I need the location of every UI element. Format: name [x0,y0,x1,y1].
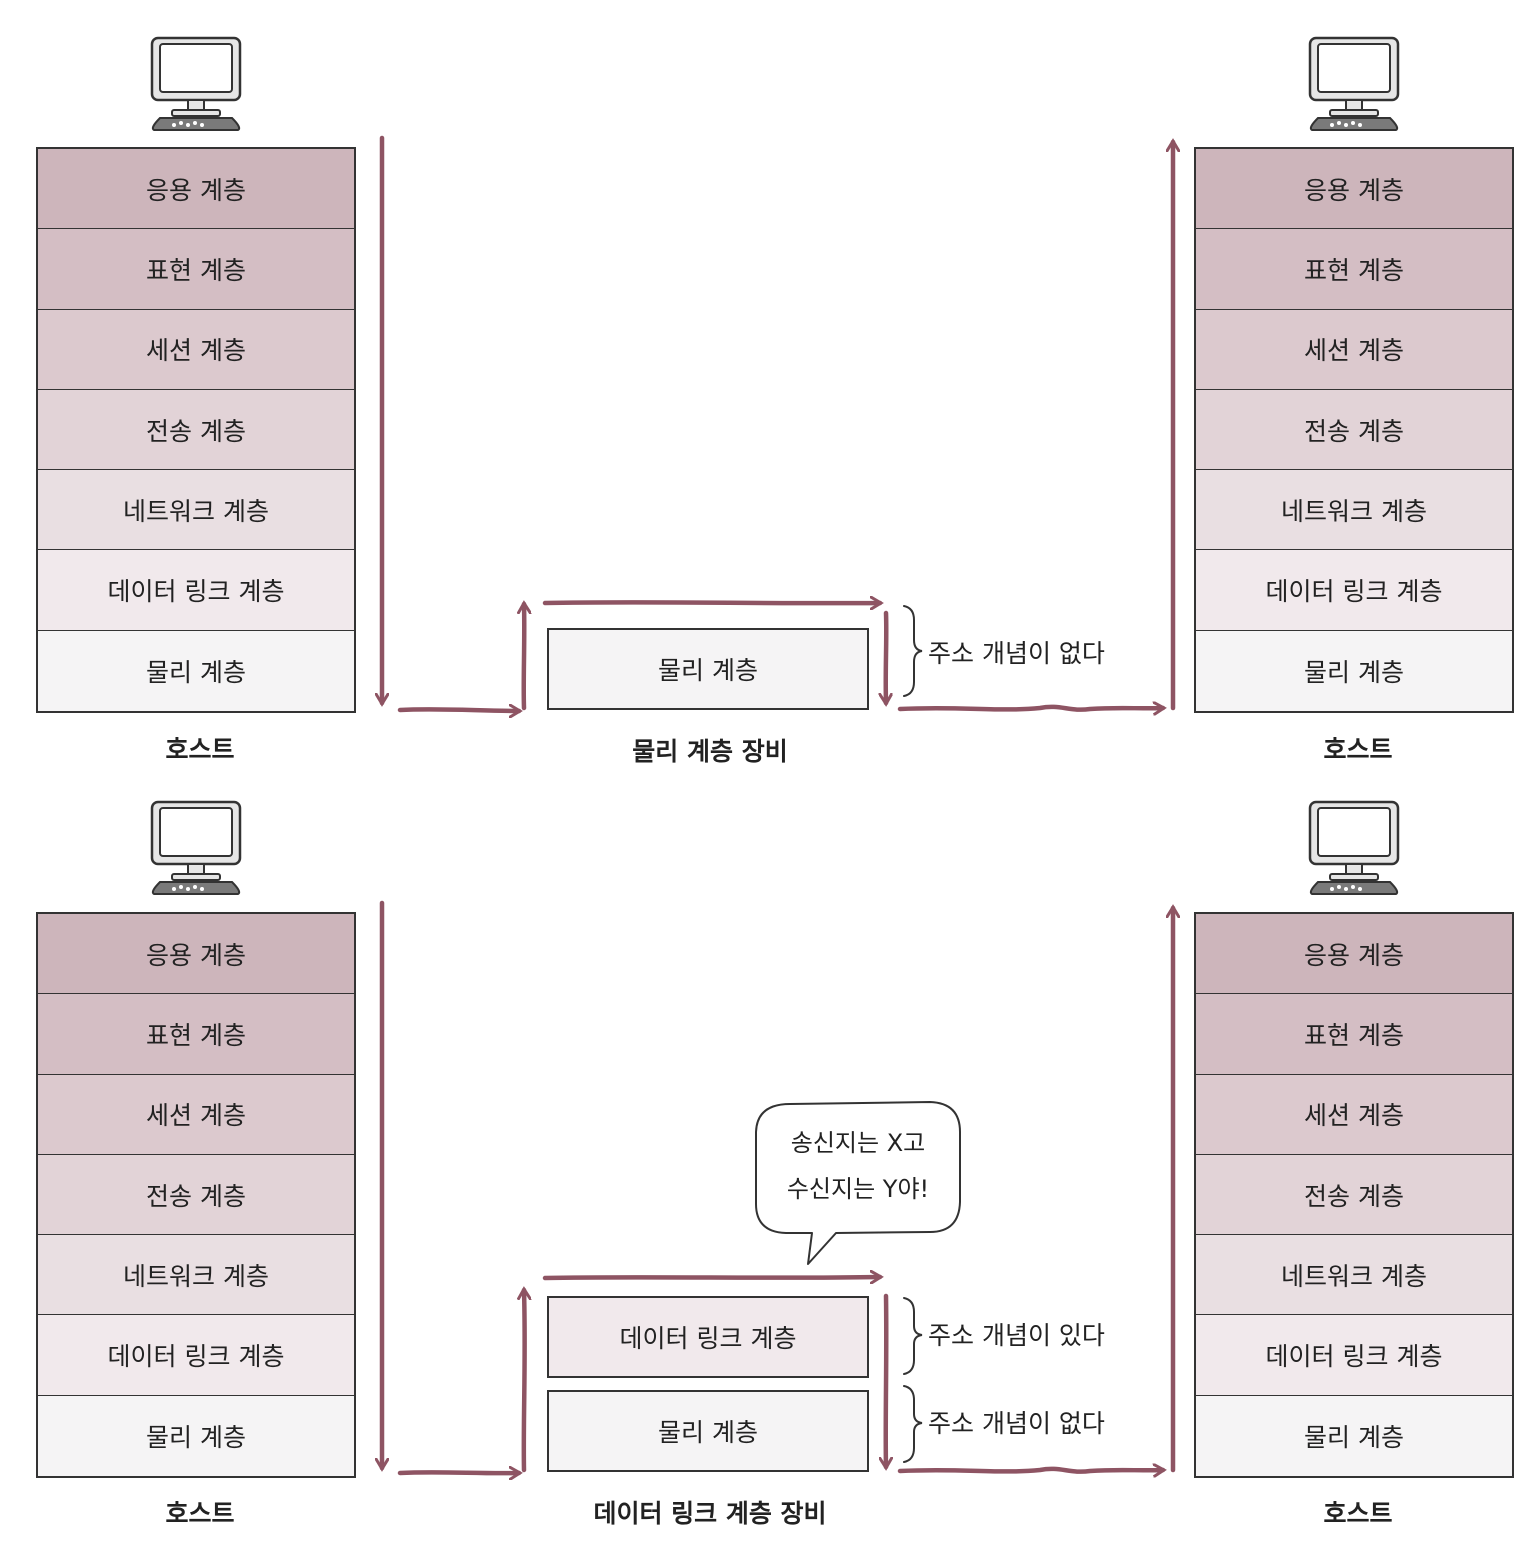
brace-top-physical [903,605,923,697]
device-physical-layer: 물리 계층 [547,628,869,710]
brace-bottom-datalink [903,1297,923,1375]
arrow-device-up-2 [524,1290,525,1473]
arrow-device-down-2 [886,1293,887,1467]
layer-transport: 전송 계층 [1196,389,1512,471]
arrow-to-device-2 [397,1472,519,1473]
computer-icon [150,800,242,895]
layer-datalink: 데이터 링크 계층 [1196,550,1512,631]
layer-transport: 전송 계층 [38,389,354,471]
layer-application: 응용 계층 [1196,149,1512,230]
osi-stack-right-host-top: 응용 계층 표현 계층 세션 계층 전송 계층 네트워크 계층 데이터 링크 계… [1194,147,1514,714]
layer-network: 네트워크 계층 [38,470,354,551]
computer-icon [1308,36,1400,131]
bubble-line-1: 송신지는 X고 [790,1129,926,1157]
osi-stack-left-host-top: 응용 계층 표현 계층 세션 계층 전송 계층 네트워크 계층 데이터 링크 계… [36,147,356,714]
layer-datalink: 데이터 링크 계층 [38,1315,354,1396]
note-has-address: 주소 개념이 있다 [928,1321,1105,1350]
arrow-left-host-down-2 [382,900,383,1468]
layer-physical: 물리 계층 [1196,1395,1512,1477]
device-physical-layer: 물리 계층 [547,1390,869,1472]
layer-session: 세션 계층 [38,1074,354,1155]
layer-physical: 물리 계층 [38,630,354,712]
computer-icon [150,36,242,131]
brace-bottom-physical [903,1385,923,1463]
device-caption: 데이터 링크 계층 장비 [593,1499,827,1528]
layer-network: 네트워크 계층 [1196,470,1512,551]
arrow-device-up [524,604,525,711]
arrow-to-right-host [897,707,1163,710]
osi-stack-right-host-bottom: 응용 계층 표현 계층 세션 계층 전송 계층 네트워크 계층 데이터 링크 계… [1194,912,1514,1479]
host-caption: 호스트 [165,735,235,764]
device-caption: 물리 계층 장비 [632,737,788,766]
layer-presentation: 표현 계층 [38,229,354,310]
layer-application: 응용 계층 [38,149,354,230]
layer-physical: 물리 계층 [38,1395,354,1477]
arrow-device-across-2 [542,1277,880,1278]
arrow-to-right-host-2 [897,1469,1163,1472]
arrow-left-host-down [382,135,383,703]
layer-presentation: 표현 계층 [1196,229,1512,310]
note-no-address: 주소 개념이 없다 [928,1409,1105,1438]
host-caption: 호스트 [1323,735,1393,764]
layer-session: 세션 계층 [1196,1074,1512,1155]
arrow-device-down [886,610,887,703]
osi-stack-left-host-bottom: 응용 계층 표현 계층 세션 계층 전송 계층 네트워크 계층 데이터 링크 계… [36,912,356,1479]
layer-presentation: 표현 계층 [38,994,354,1075]
layer-application: 응용 계층 [38,914,354,995]
arrow-device-across [542,602,880,603]
layer-physical: 물리 계층 [1196,630,1512,712]
note-no-address: 주소 개념이 없다 [928,639,1105,668]
bubble-line-2: 수신지는 Y야! [786,1175,930,1203]
host-caption: 호스트 [1323,1499,1393,1528]
layer-datalink: 데이터 링크 계층 [1196,1315,1512,1396]
layer-datalink: 데이터 링크 계층 [38,550,354,631]
speech-bubble-outline [755,1101,961,1265]
host-caption: 호스트 [165,1499,235,1528]
arrow-right-host-up-2 [1173,908,1174,1473]
speech-bubble-text: 송신지는 X고 수신지는 Y야! [758,1120,958,1212]
layer-presentation: 표현 계층 [1196,994,1512,1075]
layer-transport: 전송 계층 [1196,1154,1512,1236]
device-datalink-layer: 데이터 링크 계층 [547,1296,869,1378]
layer-network: 네트워크 계층 [38,1235,354,1316]
layer-session: 세션 계층 [38,309,354,390]
layer-network: 네트워크 계층 [1196,1235,1512,1316]
arrow-right-host-up [1173,142,1174,711]
layer-transport: 전송 계층 [38,1154,354,1236]
arrow-to-device [397,709,519,711]
layer-session: 세션 계층 [1196,309,1512,390]
layer-application: 응용 계층 [1196,914,1512,995]
computer-icon [1308,800,1400,895]
